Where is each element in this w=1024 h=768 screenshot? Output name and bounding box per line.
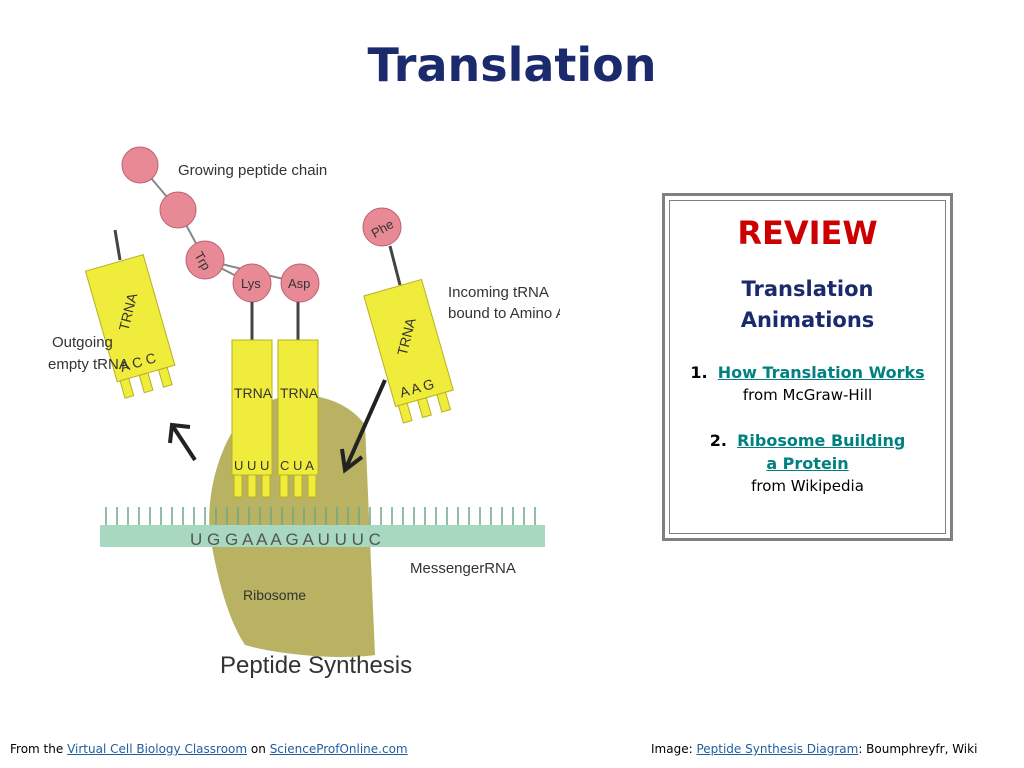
- review-title: REVIEW: [737, 214, 878, 252]
- scienceprof-link[interactable]: ScienceProfOnline.com: [269, 742, 408, 756]
- svg-text:TRNA: TRNA: [234, 385, 273, 401]
- amino-acid-bead: [121, 146, 159, 184]
- review-inner-border: [669, 200, 946, 534]
- incoming-arrow: [340, 379, 387, 474]
- ribosome-building-link[interactable]: Ribosome Building: [737, 431, 906, 450]
- outgoing-trna: TRNA A C C: [84, 254, 176, 399]
- ribosome-building-link-cont[interactable]: a Protein: [766, 454, 849, 473]
- trna-right: TRNA C U A: [277, 339, 319, 498]
- footer-left: From the Virtual Cell Biology Classroom …: [10, 742, 408, 756]
- messenger-label: MessengerRNA: [410, 560, 516, 577]
- slide-title: Translation: [367, 38, 657, 92]
- incoming-label-1: Incoming tRNA: [448, 284, 549, 301]
- amino-acid-bead: [159, 191, 197, 229]
- mrna-teeth: [105, 507, 536, 525]
- growing-chain-label: Growing peptide chain: [178, 162, 327, 179]
- amino-acid-asp: [280, 263, 320, 303]
- outgoing-label-1: Outgoing: [52, 334, 113, 351]
- review-subtitle: Translation Animations: [740, 277, 875, 332]
- peptide-diagram-link[interactable]: Peptide Synthesis Diagram: [696, 742, 859, 756]
- asp-label: Asp: [288, 276, 310, 291]
- ribosome-label: Ribosome: [243, 587, 306, 603]
- review-item-2: 2. Ribosome Building a Protein from Wiki…: [709, 431, 906, 495]
- peptide-synthesis-diagram: U G G A A A G A U U U C Trp Lys Asp Phe …: [48, 146, 560, 679]
- mrna-strand: [100, 525, 545, 547]
- footer-right: Image: Peptide Synthesis Diagram: Boumph…: [651, 742, 978, 756]
- lys-label: Lys: [241, 276, 261, 291]
- virtual-cell-link[interactable]: Virtual Cell Biology Classroom: [67, 742, 248, 756]
- review-panel: REVIEW Translation Animations 1. How Tra…: [662, 193, 953, 541]
- review-item-1: 1. How Translation Works from McGraw-Hil…: [690, 363, 925, 404]
- svg-text:TRNA: TRNA: [280, 385, 319, 401]
- outgoing-arrow: [168, 422, 197, 462]
- how-translation-works-link[interactable]: How Translation Works: [717, 363, 925, 382]
- svg-text:U U U: U U U: [234, 458, 269, 473]
- amino-acid-phe: [362, 207, 402, 247]
- incoming-label-2: bound to Amino Acid: [448, 305, 560, 322]
- amino-acid-trp: [185, 240, 225, 280]
- diagram-caption: Peptide Synthesis: [220, 652, 412, 679]
- outgoing-label-2: empty tRNA: [48, 356, 129, 373]
- svg-text:C U A: C U A: [280, 458, 314, 473]
- incoming-trna: TRNA A A G: [363, 278, 454, 424]
- mrna-sequence: U G G A A A G A U U U C: [190, 530, 381, 549]
- trna-left: TRNA U U U: [231, 339, 273, 498]
